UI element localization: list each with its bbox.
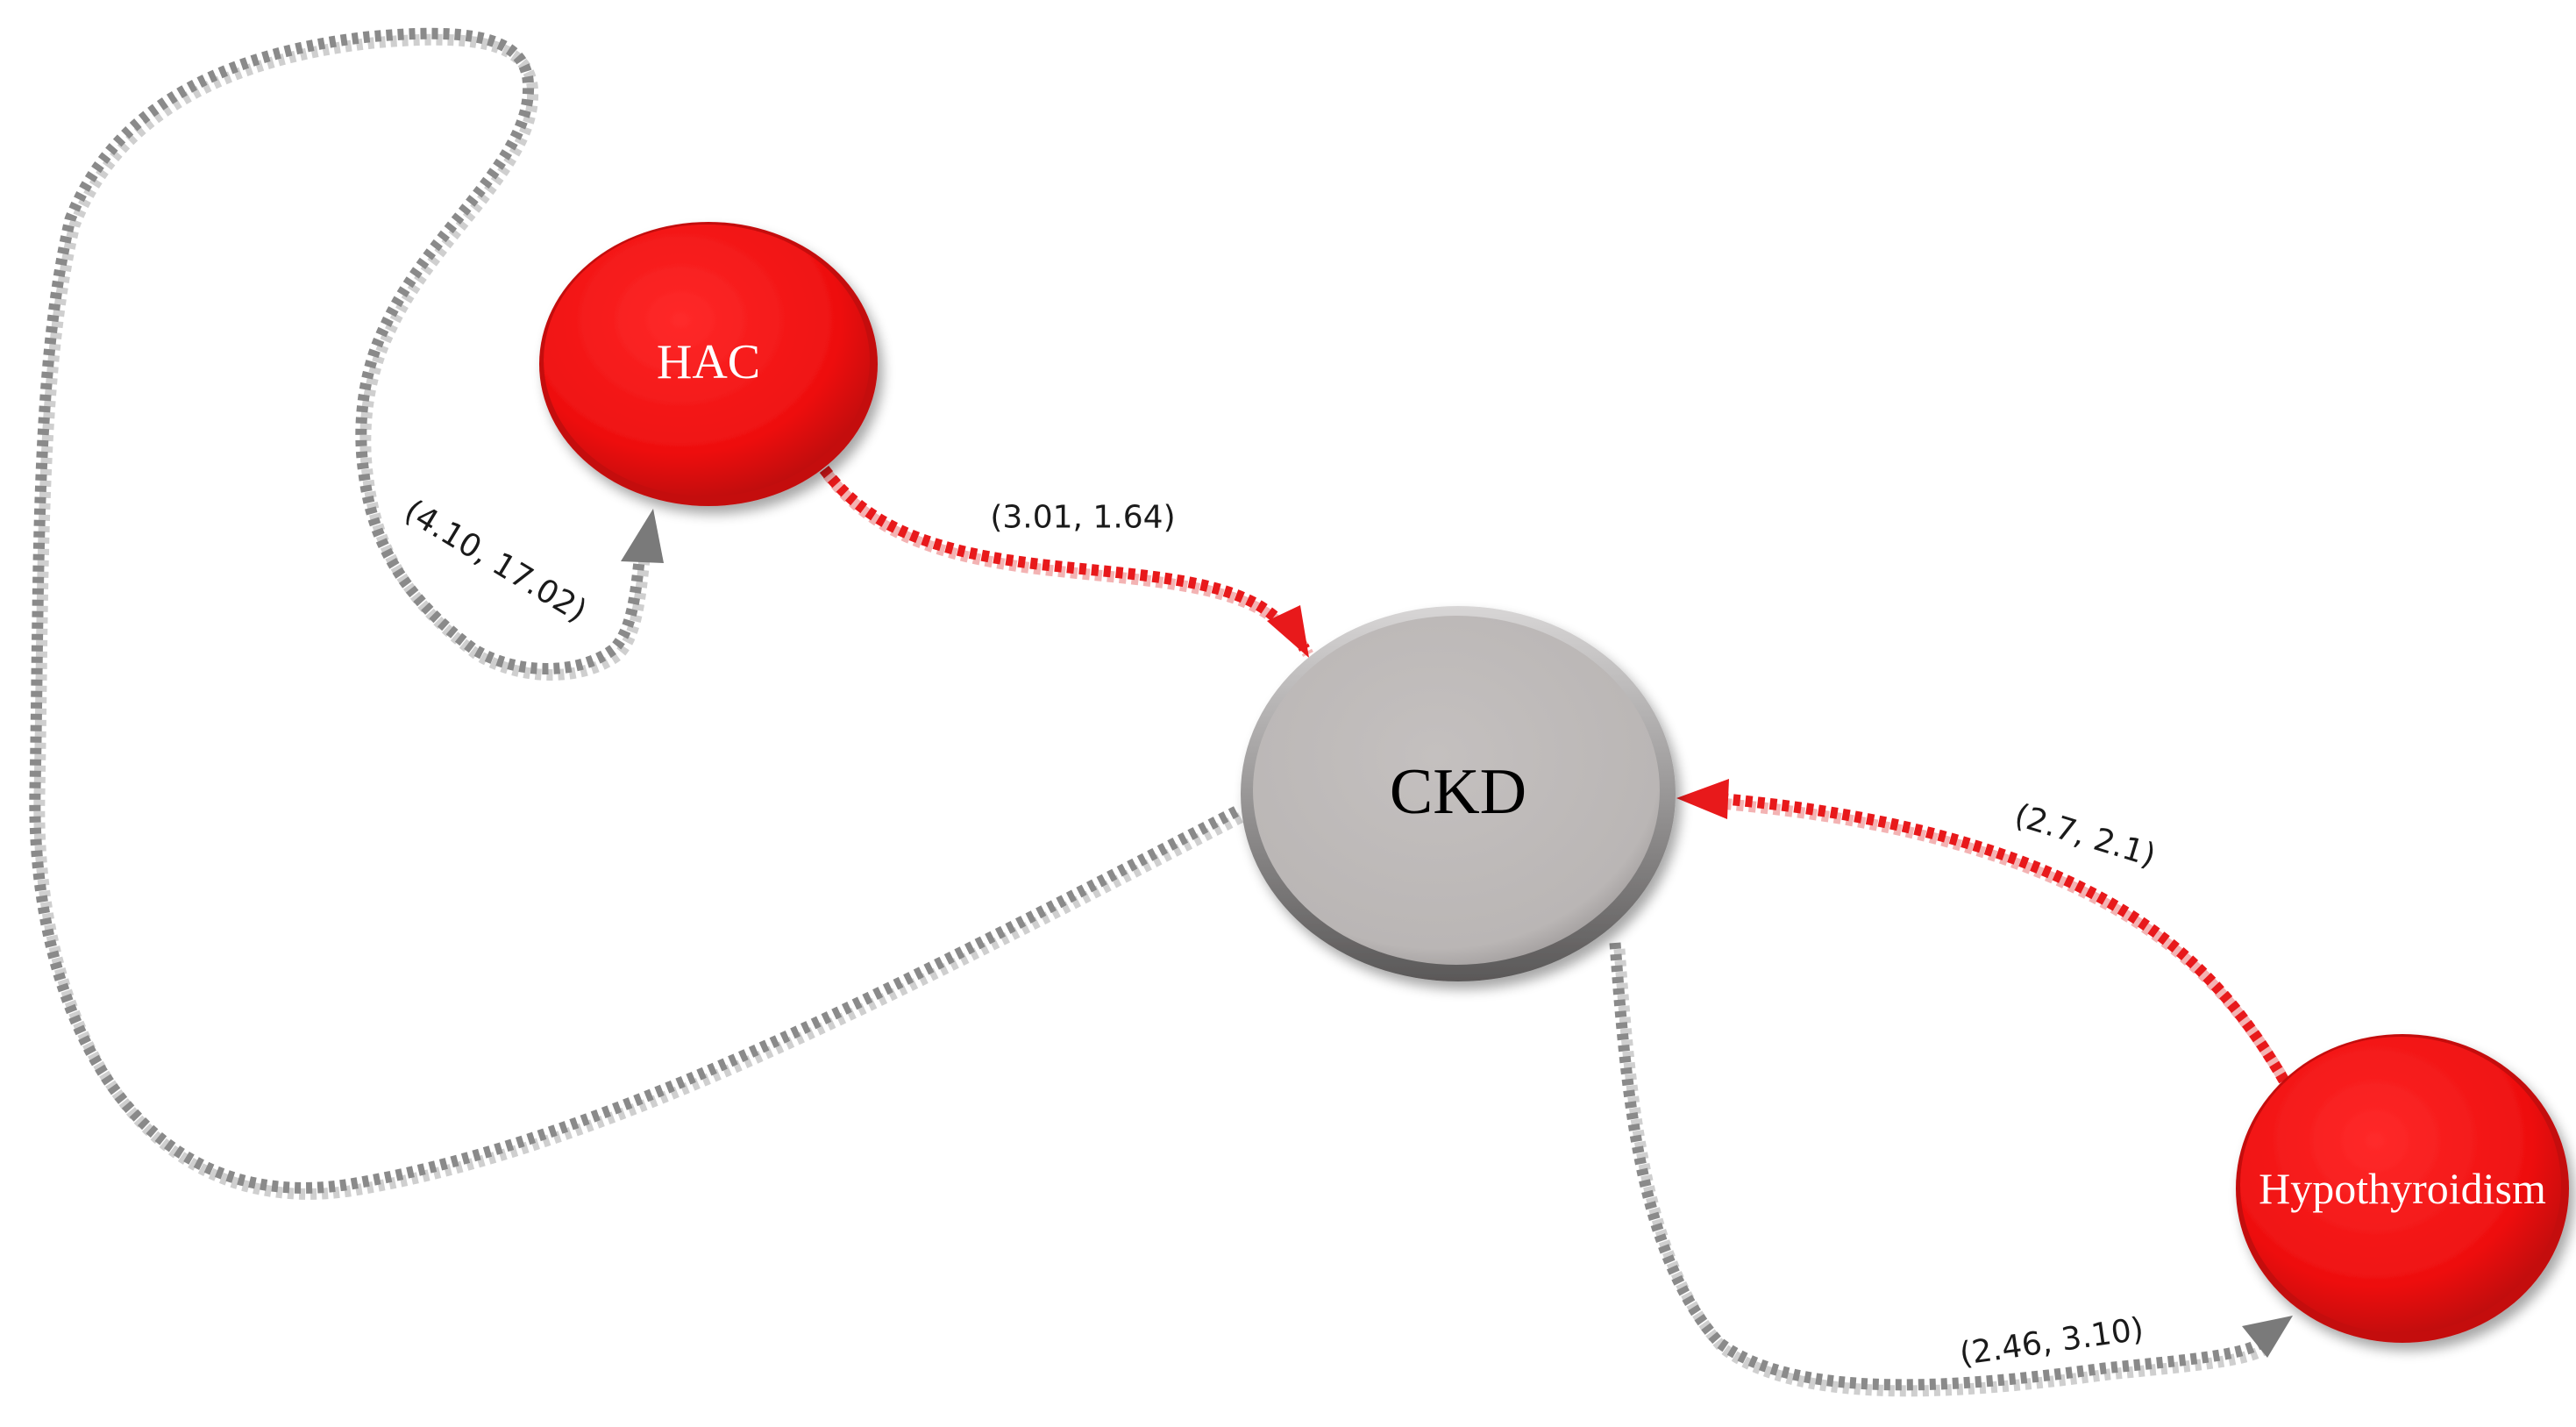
edge-label-hypothyroidism-to-ckd: (2.7, 2.1) — [2010, 797, 2160, 874]
node-label-ckd: CKD — [1390, 756, 1526, 828]
edge-hac-to-ckd — [819, 466, 1313, 658]
node-label-hac: HAC — [657, 335, 760, 389]
edge-label-hac-to-ckd: (3.01, 1.64) — [990, 500, 1175, 536]
edge-ckd-to-hypothyroidism — [1609, 942, 2293, 1397]
arrowhead-ckd-to-hac — [621, 509, 664, 563]
edge-label-ckd-to-hypothyroidism: (2.46, 3.10) — [1958, 1311, 2146, 1373]
node-hac — [539, 222, 878, 506]
node-label-hypothyroidism: Hypothyroidism — [2259, 1164, 2546, 1213]
node-ckd — [1241, 606, 1676, 981]
arrowhead-hypothyroidism-to-ckd — [1676, 779, 1729, 819]
edge-hypothyroidism-to-ckd — [1676, 779, 2293, 1089]
edge-ckd-to-hac — [29, 27, 1243, 1200]
node-hypothyroidism — [2236, 1034, 2569, 1343]
arrowhead-hac-to-ckd — [1267, 605, 1309, 658]
arrowhead-ckd-to-hypothyroidism — [2242, 1316, 2293, 1358]
